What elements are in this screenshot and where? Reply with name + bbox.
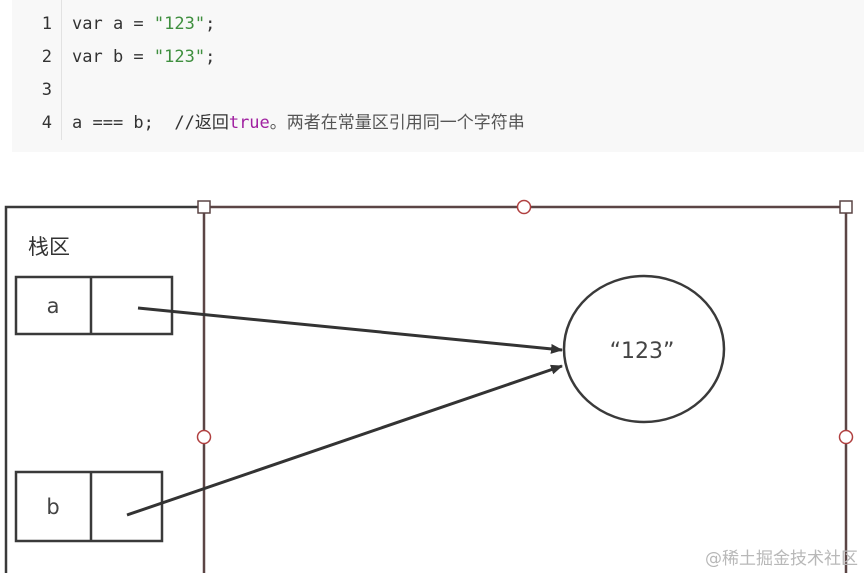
resize-handle-top-middle[interactable] [516,199,532,215]
constant-area-frame [202,205,848,573]
resize-handle-top-right[interactable] [839,200,853,214]
variable-b-box: b [14,470,164,543]
variable-a-label: a [47,294,60,318]
code-line-2: var b = "123"; [72,46,215,68]
code-comment: 。两者在常量区引用同一个字符串 [269,113,525,133]
code-text: a === b; //返回 [72,113,229,133]
code-text: ; [205,47,216,67]
string-literal: "123" [153,14,206,34]
line-number: 4 [41,113,52,133]
stack-area-frame [4,205,204,573]
code-line-4: a === b; //返回true。两者在常量区引用同一个字符串 [72,112,525,134]
line-number: 2 [41,47,52,67]
reference-arrow-b [126,364,563,517]
variable-b-label: b [46,495,59,519]
resize-handle-top-left[interactable] [197,200,211,214]
watermark: @稀土掘金技术社区 [705,549,858,569]
keyword-true: true [228,113,270,133]
line-number: 1 [41,14,52,34]
variable-a-box: a [14,275,174,336]
resize-handle-right-middle[interactable] [838,429,854,445]
line-number: 3 [41,80,52,100]
resize-handle-left-middle[interactable] [196,429,212,445]
code-text: var b = [72,47,154,67]
string-literal: "123" [153,47,206,67]
code-text: ; [205,14,216,34]
code-line-1: var a = "123"; [72,13,215,35]
reference-arrow-a [137,306,563,354]
stack-area-label: 栈区 [28,235,70,259]
code-block: 1 2 3 4 var a = "123"; var b = "123"; a … [12,0,864,152]
constant-value-node: “123” [562,274,726,424]
line-number-gutter: 1 2 3 4 [12,0,62,140]
code-text: var a = [72,14,154,34]
constant-value-label: “123” [610,339,675,364]
